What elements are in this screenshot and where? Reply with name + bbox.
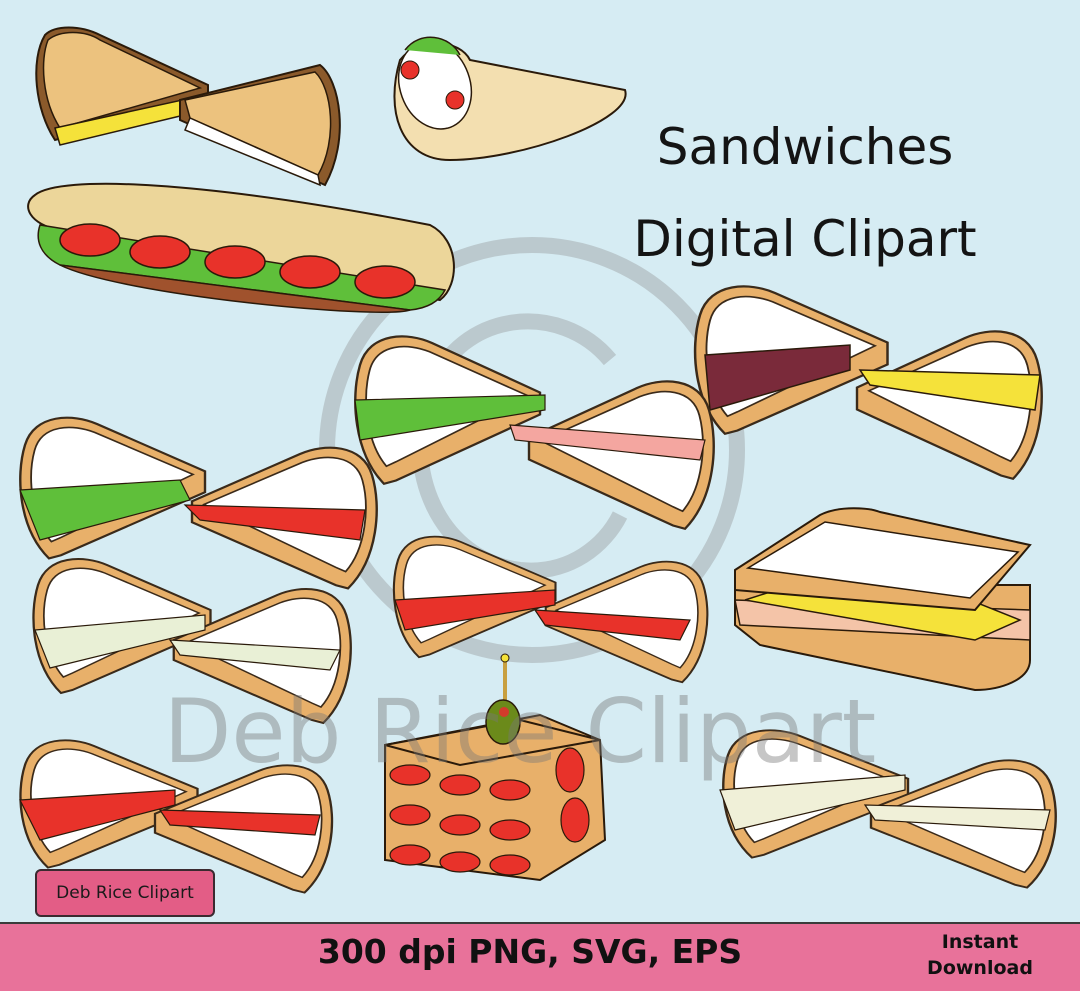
instant-download: Instant Download	[900, 930, 1060, 981]
file-formats: 300 dpi PNG, SVG, EPS	[317, 932, 743, 971]
egg-salad-sandwich	[32, 557, 352, 725]
brand-badge-label: Deb Rice Clipart	[56, 883, 194, 903]
chicken-salad-sandwich	[719, 729, 1057, 889]
title-line-1: Sandwiches	[656, 118, 954, 176]
watermark-text: Deb Rice Clipart	[163, 680, 877, 783]
instant-line-1: Instant	[941, 931, 1019, 953]
instant-line-2: Download	[927, 956, 1033, 979]
tomato-sandwich	[392, 535, 709, 684]
brand-badge: Deb Rice Clipart	[35, 869, 215, 917]
sub-sandwich	[27, 182, 455, 313]
cucumber-ham-sandwich	[354, 335, 715, 530]
club-sandwich	[384, 653, 607, 882]
wrap-sandwich	[393, 36, 627, 162]
grilled-cheese-sandwich	[35, 26, 341, 187]
tomato-sandwich-small	[19, 739, 334, 894]
blt-sandwich	[19, 416, 378, 590]
ham-cheese-sandwich	[734, 507, 1032, 692]
salami-sandwich	[693, 285, 1043, 480]
footer-bar: 300 dpi PNG, SVG, EPS Instant Download	[0, 922, 1080, 991]
title-line-2: Digital Clipart	[633, 210, 977, 268]
